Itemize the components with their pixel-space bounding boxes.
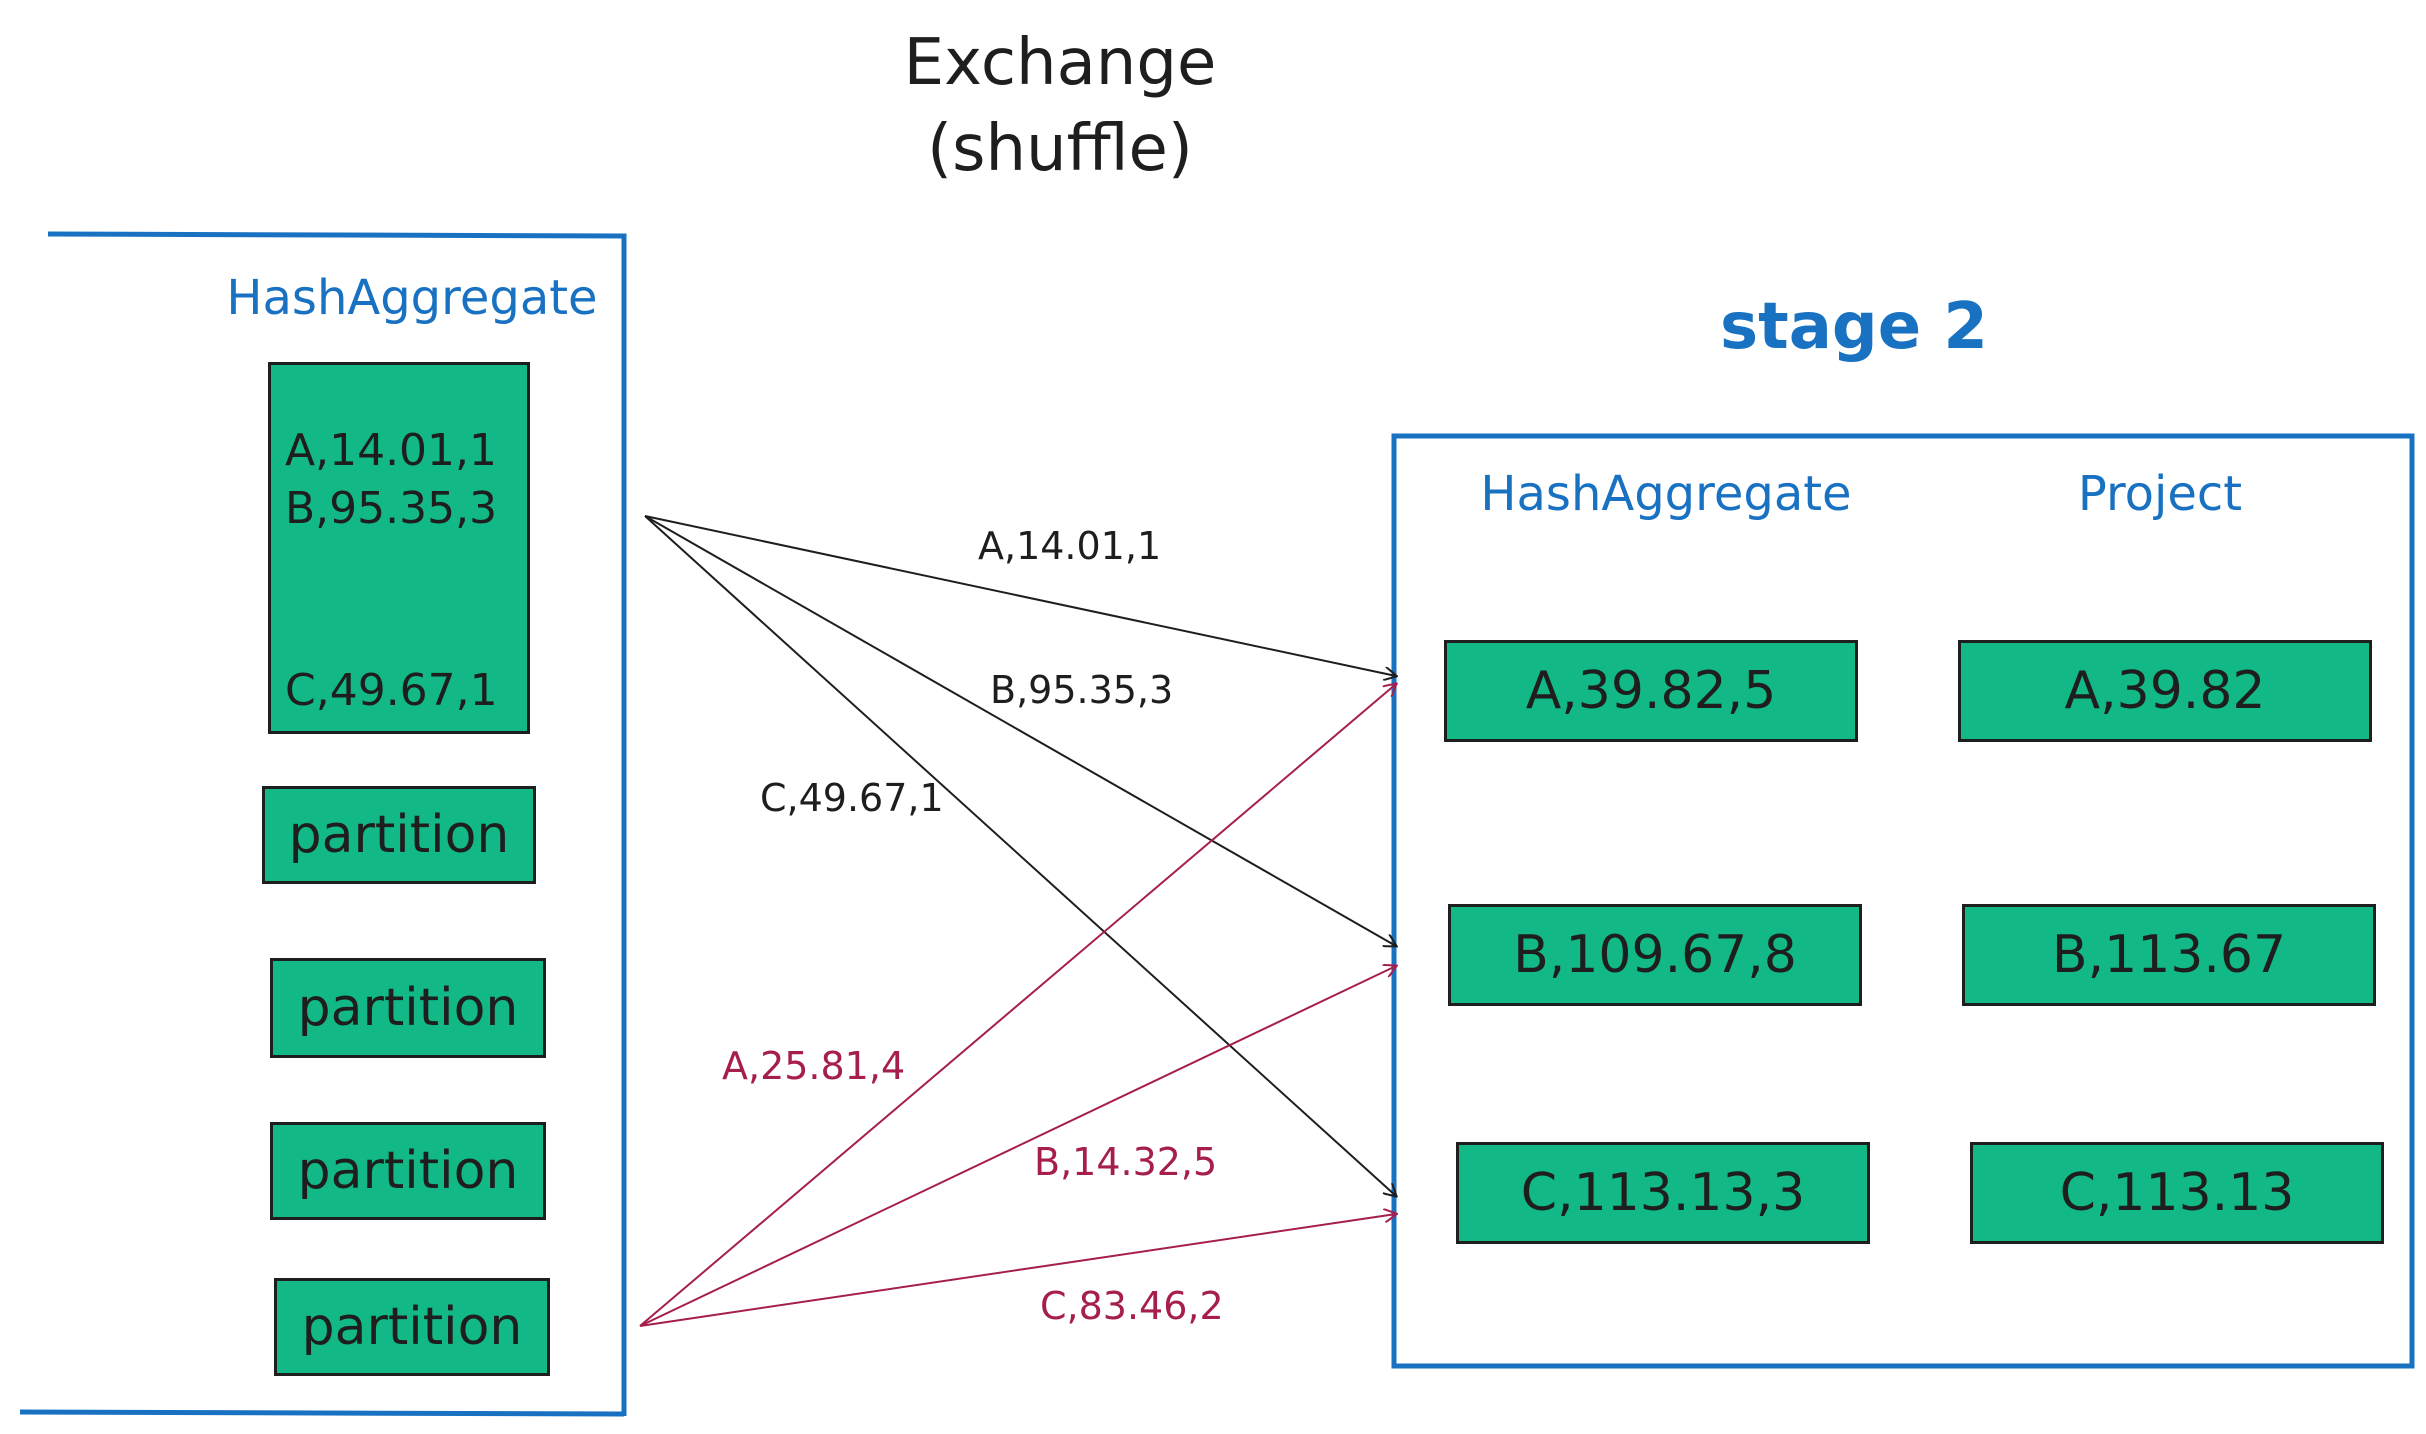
title-line-1: Exchange xyxy=(903,26,1217,100)
edge-label-red-c: C,83.46,2 xyxy=(1040,1284,1224,1328)
stage2-hashaggregate-header: HashAggregate xyxy=(1480,466,1852,522)
edge-black-c xyxy=(644,515,1396,1196)
partition-box-1: partition xyxy=(262,786,536,884)
stage1-hashaggregate-header: HashAggregate xyxy=(226,270,598,326)
edge-red-c xyxy=(639,1214,1396,1327)
partition-row-c: C,49.67,1 xyxy=(285,665,498,716)
title-line-2: (shuffle) xyxy=(927,112,1193,187)
project-result-a: A,39.82 xyxy=(1958,640,2372,742)
edge-label-red-a: A,25.81,4 xyxy=(722,1044,906,1088)
stage2-label: stage 2 xyxy=(1720,290,1988,364)
stage1-first-partition: A,14.01,1 B,95.35,3 C,49.67,1 xyxy=(268,362,530,734)
edge-red-a xyxy=(639,684,1396,1327)
partition-row-b: B,95.35,3 xyxy=(285,483,498,534)
diagram-title: Exchange (shuffle) xyxy=(760,20,1360,193)
project-result-b: B,113.67 xyxy=(1962,904,2376,1006)
project-result-c: C,113.13 xyxy=(1970,1142,2384,1244)
partition-box-4: partition xyxy=(274,1278,550,1376)
hashaggregate-result-c: C,113.13,3 xyxy=(1456,1142,1870,1244)
partition-row-a: A,14.01,1 xyxy=(285,425,498,476)
stage2-frame xyxy=(1391,433,2415,1369)
edge-label-red-b: B,14.32,5 xyxy=(1034,1140,1218,1184)
hashaggregate-result-b: B,109.67,8 xyxy=(1448,904,1862,1006)
stage2-project-header: Project xyxy=(2077,466,2243,522)
hashaggregate-result-a: A,39.82,5 xyxy=(1444,640,1858,742)
edge-red-b xyxy=(639,966,1396,1327)
partition-box-2: partition xyxy=(270,958,546,1058)
edge-black-a xyxy=(644,515,1396,676)
edge-black-b xyxy=(644,515,1396,946)
edge-label-black-a: A,14.01,1 xyxy=(978,524,1162,568)
stage1-frame xyxy=(19,231,627,1417)
partition-box-3: partition xyxy=(270,1122,546,1220)
edge-label-black-c: C,49.67,1 xyxy=(760,776,944,820)
edge-label-black-b: B,95.35,3 xyxy=(990,668,1174,712)
